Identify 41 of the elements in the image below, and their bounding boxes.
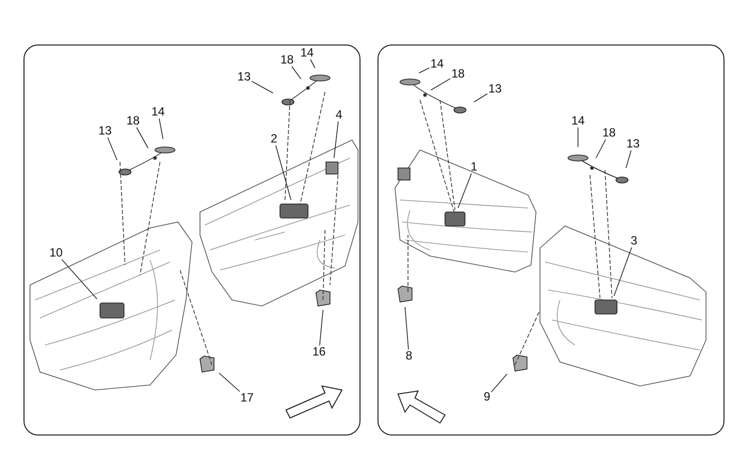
callout-number: 14 (299, 46, 315, 60)
callout-number: 18 (450, 68, 466, 80)
callout-number: 1 (470, 160, 478, 174)
callout-number: 9 (482, 390, 492, 404)
leader-line (310, 59, 316, 68)
leader-line (158, 118, 164, 140)
leader-line (275, 145, 292, 200)
callout-number: 10 (48, 246, 64, 260)
leader-line (404, 306, 409, 350)
leader-line (61, 259, 98, 300)
callout-number: 14 (429, 58, 445, 70)
callout-number: 4 (334, 108, 344, 122)
leader-line (418, 67, 430, 74)
callout-number: 3 (630, 234, 638, 248)
callout-number: 18 (125, 114, 141, 128)
callout-number: 2 (270, 132, 278, 146)
callout-number: 18 (279, 54, 295, 66)
callout-number: 13 (487, 82, 503, 96)
callout-number: 16 (311, 346, 327, 358)
callout-number: 8 (404, 350, 414, 362)
leader-line (596, 139, 606, 158)
leader-line (319, 310, 324, 346)
leader-line (218, 372, 240, 392)
callout-number: 18 (601, 126, 617, 140)
callout-number: 14 (570, 114, 586, 128)
leader-line (490, 374, 508, 392)
callout-number: 17 (239, 392, 255, 404)
leader-line (334, 121, 339, 158)
leader-line (251, 80, 274, 94)
leader-line (474, 93, 488, 102)
callout-number: 14 (150, 106, 166, 118)
leader-line (430, 78, 451, 90)
leader-line (291, 66, 302, 80)
leader-line (614, 247, 632, 296)
leader-line (458, 173, 472, 208)
leader-line (136, 127, 148, 148)
leader-line (107, 137, 118, 160)
callout-number: 13 (236, 70, 252, 84)
leader-line (626, 150, 632, 168)
callout-number: 13 (625, 138, 641, 150)
callout-number: 13 (97, 124, 113, 138)
